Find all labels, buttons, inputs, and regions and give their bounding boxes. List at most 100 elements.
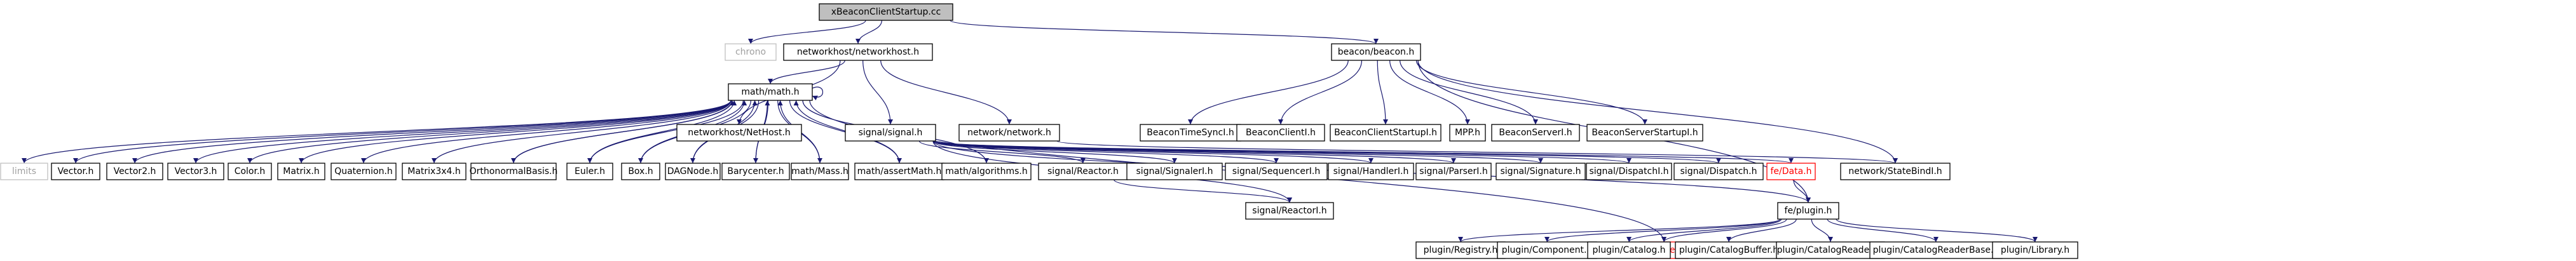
node-box <box>958 124 1060 142</box>
node-label: Matrix.h <box>283 166 319 177</box>
node-matrix3x4[interactable]: Matrix3x4.h <box>402 163 467 180</box>
node-serveri[interactable]: BeaconServerI.h <box>1491 124 1580 142</box>
node-box <box>1126 163 1223 180</box>
node-handleri[interactable]: signal/HandlerI.h <box>1328 163 1414 180</box>
edge-plugin-to-catalogreaderbase <box>1827 218 1939 243</box>
node-box <box>1586 163 1672 180</box>
node-vector[interactable]: Vector.h <box>51 163 100 180</box>
edge-plugin-to-catalog <box>1626 218 1782 243</box>
node-box <box>621 163 660 180</box>
node-mass[interactable]: math/Mass.h <box>791 163 849 180</box>
node-box <box>1840 163 1951 180</box>
node-sequenceri[interactable]: signal/SequencerI.h <box>1225 163 1328 180</box>
node-clientstartup[interactable]: BeaconClientStartupI.h <box>1330 124 1441 142</box>
node-box <box>1497 241 1597 259</box>
node-box <box>1675 241 1783 259</box>
node-fedata[interactable]: fe/Data.h <box>1766 163 1816 180</box>
node-catalogreaderbase[interactable]: plugin/CatalogReaderBase.h <box>1869 241 2003 259</box>
edge-plugin-to-catalogreaderi <box>1811 218 1833 243</box>
edge-fedata-to-plugin <box>1793 179 1811 203</box>
node-label: Barycenter.h <box>727 166 784 177</box>
node-label: Box.h <box>628 166 653 177</box>
node-label: Quaternion.h <box>334 166 393 177</box>
node-assertmath[interactable]: math/assertMath.h <box>854 163 944 180</box>
node-networkhost_h[interactable]: networkhost/networkhost.h <box>783 43 933 61</box>
node-signal_h[interactable]: signal/signal.h <box>845 124 936 142</box>
node-label: BeaconServerStartupI.h <box>1591 128 1698 138</box>
node-parseri[interactable]: signal/ParserI.h <box>1415 163 1492 180</box>
edge-signal_h-to-handleri <box>932 140 1373 164</box>
node-clienti[interactable]: BeaconClientI.h <box>1236 124 1325 142</box>
edge-signal_h-to-signaleri <box>932 140 1177 164</box>
node-box <box>1328 163 1414 180</box>
node-label: signal/HandlerI.h <box>1333 166 1409 177</box>
node-beacon_h[interactable]: beacon/beacon.h <box>1331 43 1421 61</box>
node-algorithms[interactable]: math/algorithms.h <box>941 163 1032 180</box>
node-box <box>106 163 163 180</box>
node-box <box>1766 163 1816 180</box>
node-box <box>1491 124 1580 142</box>
node-label: signal/Signature.h <box>1501 166 1581 177</box>
node-signature[interactable]: signal/Signature.h <box>1496 163 1586 180</box>
node-chrono: chrono <box>725 43 777 61</box>
node-root[interactable]: xBeaconClientStartup.cc <box>819 3 953 21</box>
node-box <box>819 3 953 21</box>
node-box <box>854 163 944 180</box>
edge-plugin-to-component <box>1544 218 1781 243</box>
node-label: plugin/Library.h <box>2001 245 2069 255</box>
node-reactor[interactable]: signal/Reactor.h <box>1038 163 1128 180</box>
node-orthonormal[interactable]: OrthonormalBasis.h <box>470 163 558 180</box>
node-label: DAGNode.h <box>667 166 719 177</box>
node-euler[interactable]: Euler.h <box>566 163 613 180</box>
node-serverstartup[interactable]: BeaconServerStartupI.h <box>1586 124 1703 142</box>
node-library[interactable]: plugin/Library.h <box>1992 241 2078 259</box>
edge-math_h-to-vector3 <box>193 100 732 164</box>
node-registry[interactable]: plugin/Registry.h <box>1415 241 1506 259</box>
node-barycenter[interactable]: Barycenter.h <box>721 163 790 180</box>
node-mpp[interactable]: MPP.h <box>1449 124 1486 142</box>
node-math_h[interactable]: math/math.h <box>728 83 813 101</box>
edge-reactor-to-reactori <box>1114 179 1292 203</box>
node-box <box>228 163 272 180</box>
edge-math_h-to-vector <box>73 100 732 164</box>
node-catalogbuffer[interactable]: plugin/CatalogBuffer.h <box>1675 241 1783 259</box>
node-plugin[interactable]: fe/plugin.h <box>1777 202 1839 220</box>
node-box[interactable]: Box.h <box>621 163 660 180</box>
node-box <box>1587 241 1671 259</box>
node-box <box>0 163 48 180</box>
node-label: plugin/Component.h <box>1502 245 1593 255</box>
node-label: plugin/CatalogBuffer.h <box>1679 245 1778 255</box>
node-component[interactable]: plugin/Component.h <box>1497 241 1597 259</box>
node-box <box>676 124 802 142</box>
node-vector2[interactable]: Vector2.h <box>106 163 163 180</box>
node-dagnode[interactable]: DAGNode.h <box>665 163 721 180</box>
node-box <box>1140 124 1241 142</box>
node-signaleri[interactable]: signal/SignalerI.h <box>1126 163 1223 180</box>
node-dispatchi[interactable]: signal/DispatchI.h <box>1586 163 1672 180</box>
node-label: plugin/CatalogReaderBase.h <box>1873 245 2000 255</box>
node-matrix[interactable]: Matrix.h <box>277 163 325 180</box>
node-box <box>1869 241 2003 259</box>
node-vector3[interactable]: Vector3.h <box>167 163 224 180</box>
node-label: signal/Dispatch.h <box>1680 166 1757 177</box>
node-label: math/math.h <box>741 87 799 97</box>
node-quaternion[interactable]: Quaternion.h <box>331 163 397 180</box>
node-label: fe/plugin.h <box>1785 206 1832 216</box>
node-dispatch[interactable]: signal/Dispatch.h <box>1673 163 1764 180</box>
node-reactori[interactable]: signal/ReactorI.h <box>1245 202 1334 220</box>
node-label: Euler.h <box>575 166 605 177</box>
edge-plugin-to-core <box>1661 218 1787 243</box>
node-label: networkhost/networkhost.h <box>797 47 919 57</box>
node-color[interactable]: Color.h <box>228 163 272 180</box>
node-label: Vector3.h <box>175 166 217 177</box>
edge-beacon_h-to-timesync <box>1188 60 1349 125</box>
node-timesync[interactable]: BeaconTimeSyncI.h <box>1140 124 1241 142</box>
node-catalog[interactable]: plugin/Catalog.h <box>1587 241 1671 259</box>
node-catalogreaderi[interactable]: plugin/CatalogReaderI.h <box>1776 241 1885 259</box>
node-statebindi[interactable]: network/StateBindI.h <box>1840 163 1951 180</box>
node-label: BeaconClientI.h <box>1246 128 1316 138</box>
node-nethost_h[interactable]: networkhost/NetHost.h <box>676 124 802 142</box>
node-box <box>845 124 936 142</box>
node-network_h[interactable]: network/network.h <box>958 124 1060 142</box>
edge-signal_h-to-sequenceri <box>932 140 1279 164</box>
